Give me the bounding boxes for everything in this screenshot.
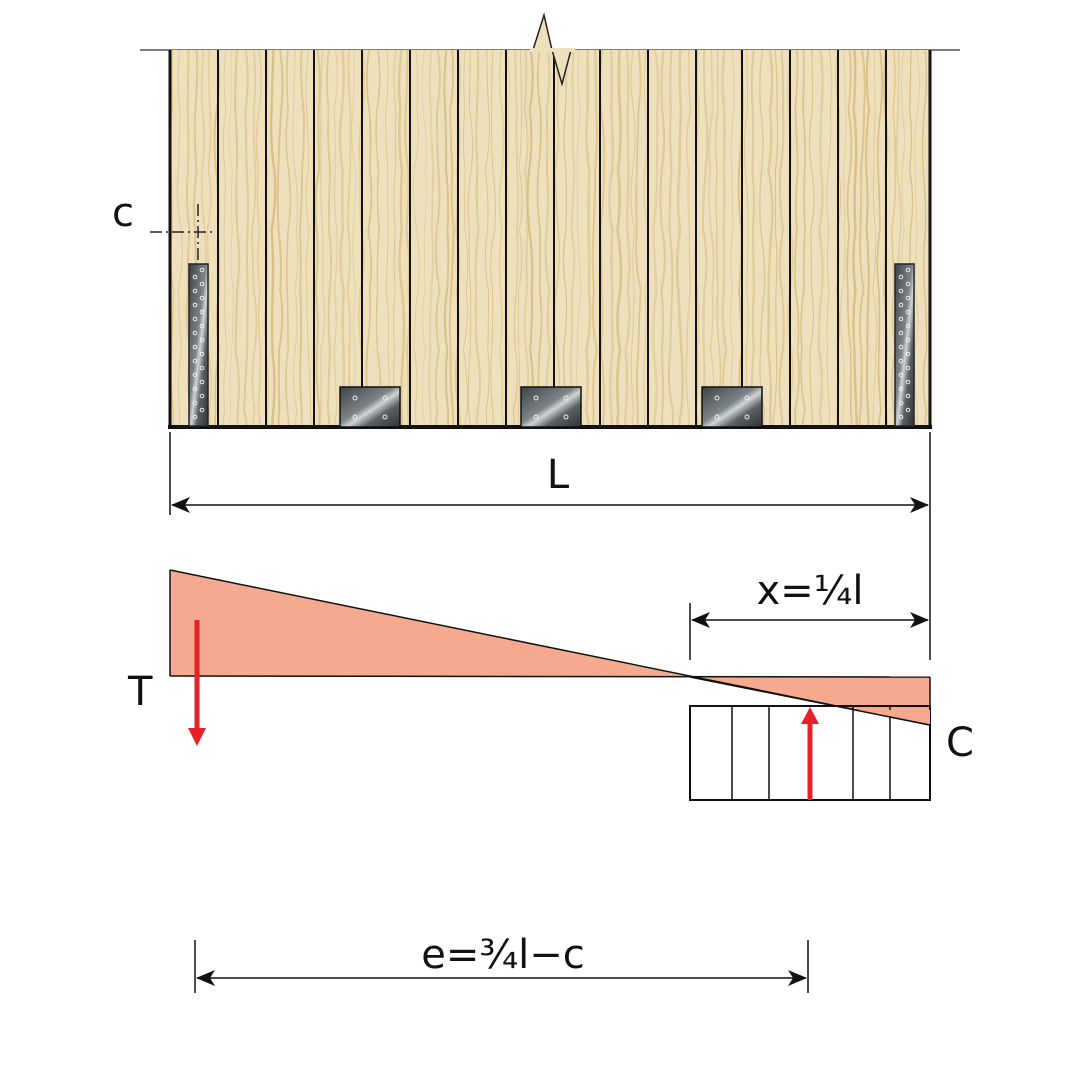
bolt-hole xyxy=(714,395,720,401)
e-dimension: e=¾l−c xyxy=(194,932,809,993)
nail-hole xyxy=(199,323,205,329)
nail-hole xyxy=(199,379,205,385)
nail-hole xyxy=(898,400,904,406)
nail-hole xyxy=(192,372,198,378)
bolt-hole xyxy=(533,395,539,401)
nail-hole xyxy=(192,288,198,294)
nail-hole xyxy=(192,386,198,392)
nail-hole xyxy=(905,407,911,413)
nail-hole xyxy=(199,267,205,273)
x-dimension: x=¼l xyxy=(689,568,929,660)
e-label: e=¾l−c xyxy=(421,932,585,978)
hold-down-strap-left xyxy=(188,263,209,427)
length-label: L xyxy=(547,452,570,498)
bolt-hole xyxy=(352,395,358,401)
nail-hole xyxy=(905,393,911,399)
nail-hole xyxy=(898,316,904,322)
bolt-hole xyxy=(744,395,750,401)
nail-hole xyxy=(905,337,911,343)
nail-hole xyxy=(905,379,911,385)
nail-hole xyxy=(199,351,205,357)
x-label: x=¼l xyxy=(756,568,863,614)
nail-hole xyxy=(199,337,205,343)
nail-hole xyxy=(898,330,904,336)
nail-hole xyxy=(898,344,904,350)
nail-hole xyxy=(199,365,205,371)
angle-bracket xyxy=(339,386,401,428)
nail-hole xyxy=(192,414,198,420)
nail-hole xyxy=(192,316,198,322)
tension-force-arrow: T xyxy=(127,620,206,746)
nail-hole xyxy=(192,274,198,280)
length-dimension: L xyxy=(169,432,931,660)
bolt-hole xyxy=(533,414,539,420)
nail-hole xyxy=(192,400,198,406)
nail-hole xyxy=(199,407,205,413)
nail-hole xyxy=(905,309,911,315)
angle-bracket xyxy=(701,386,763,428)
nail-hole xyxy=(905,281,911,287)
nail-hole xyxy=(905,323,911,329)
nail-hole xyxy=(192,344,198,350)
timber-wall xyxy=(168,12,932,429)
board-joints xyxy=(217,50,887,427)
bolt-hole xyxy=(563,395,569,401)
bolt-hole xyxy=(352,414,358,420)
compression-zone xyxy=(689,676,931,801)
nail-hole xyxy=(199,281,205,287)
nail-hole xyxy=(898,386,904,392)
nail-hole xyxy=(199,309,205,315)
nail-hole xyxy=(905,351,911,357)
tension-label: T xyxy=(127,669,153,715)
nail-hole xyxy=(192,302,198,308)
nail-hole xyxy=(898,372,904,378)
nail-hole xyxy=(192,358,198,364)
nail-hole xyxy=(905,267,911,273)
nail-hole xyxy=(192,330,198,336)
compression-label: C xyxy=(946,720,974,766)
compression-force-arrow: C xyxy=(801,707,974,800)
bolt-hole xyxy=(563,414,569,420)
nail-hole xyxy=(199,295,205,301)
angle-bracket xyxy=(520,386,582,428)
nail-hole xyxy=(898,302,904,308)
bolt-hole xyxy=(382,414,388,420)
nail-hole xyxy=(898,414,904,420)
nail-hole xyxy=(199,393,205,399)
nail-hole xyxy=(905,365,911,371)
c-label: c xyxy=(112,190,134,236)
nail-hole xyxy=(905,295,911,301)
nail-hole xyxy=(898,358,904,364)
bolt-hole xyxy=(744,414,750,420)
hold-down-strap-right xyxy=(894,263,915,427)
bolt-hole xyxy=(714,414,720,420)
nail-hole xyxy=(898,288,904,294)
bolt-hole xyxy=(382,395,388,401)
nail-hole xyxy=(898,274,904,280)
c-centerline-marker: c xyxy=(112,190,212,262)
